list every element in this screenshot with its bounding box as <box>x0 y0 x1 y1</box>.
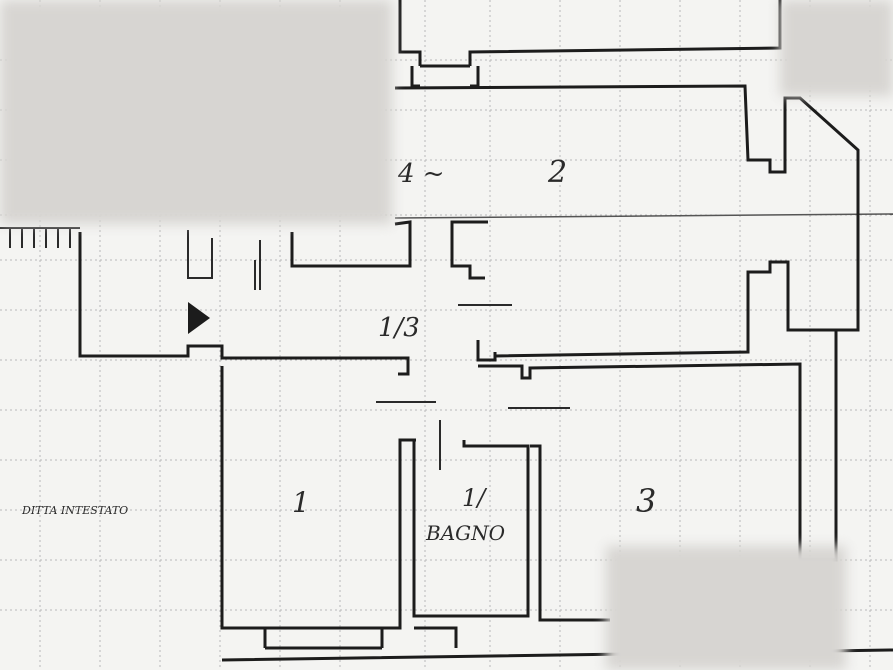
bathroom-wall <box>412 440 610 622</box>
partition-stub <box>187 230 256 290</box>
room-label-top: 4 ~ <box>397 159 445 189</box>
other-owner-note: DITTA INTESTATO <box>21 504 128 517</box>
room-1-wall <box>220 366 416 648</box>
corridor-wall-upper <box>290 220 488 280</box>
left-zone-wall <box>78 232 410 376</box>
room-2-wall <box>394 84 860 358</box>
door-marks <box>259 240 570 470</box>
triangle-right-icon <box>188 302 210 334</box>
top-room-wall <box>398 0 782 66</box>
redacted-region-top-left <box>0 0 392 224</box>
datum-line <box>394 213 893 219</box>
balcony-rail <box>0 227 80 248</box>
room-label-bath-name: BAGNO <box>425 521 505 545</box>
room-label-bath-number: 1/ <box>462 484 488 512</box>
redacted-region-top-right <box>780 0 893 96</box>
room-label-1: 1 <box>292 486 310 519</box>
room-label-2: 2 <box>547 155 567 190</box>
room-label-corridor: 1/3 <box>378 313 420 343</box>
room-label-3: 3 <box>636 482 656 520</box>
top-door-jamb <box>410 64 480 88</box>
redacted-region-bottom-right <box>606 546 846 670</box>
